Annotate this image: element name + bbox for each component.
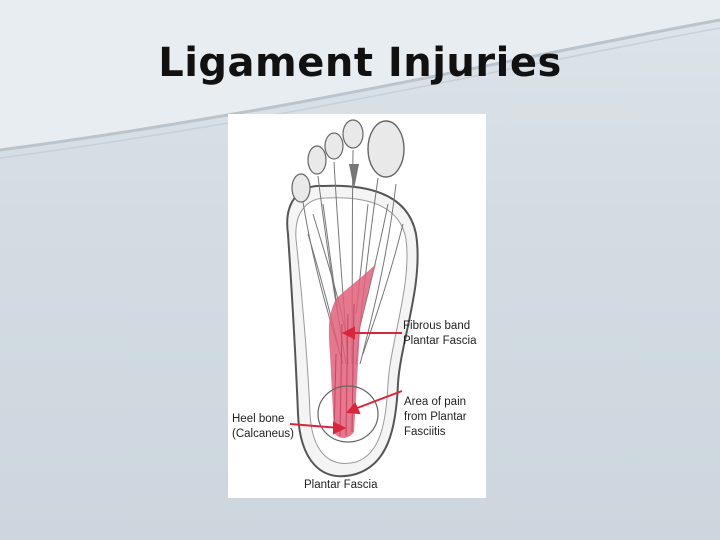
label-fibrous-band-line2: Plantar Fascia (403, 335, 477, 347)
toe-fourth (307, 145, 327, 175)
toe-little (291, 173, 311, 203)
label-area-of-pain-line3: Fasciitis (404, 426, 446, 438)
toe-big (367, 120, 405, 178)
label-heel-bone-line2: (Calcaneus) (232, 428, 294, 440)
label-heel-bone-line1: Heel bone (232, 413, 285, 425)
label-area-of-pain-line2: from Plantar (404, 411, 467, 423)
foot-anatomy-figure: Fibrous band Plantar Fascia Area of pain… (228, 114, 486, 498)
slide-title: Ligament Injuries (158, 40, 562, 86)
toe-third (324, 132, 344, 160)
label-bottom-caption: Plantar Fascia (304, 479, 378, 491)
label-fibrous-band: Fibrous band Plantar Fascia (403, 319, 477, 349)
toe-second (342, 119, 364, 149)
label-fibrous-band-line1: Fibrous band (403, 320, 471, 332)
label-heel-bone: Heel bone (Calcaneus) (232, 412, 294, 442)
foot-diagram (286, 119, 419, 478)
heel-bone (317, 385, 379, 443)
label-area-of-pain: Area of pain from Plantar Fasciitis (404, 395, 467, 440)
label-area-of-pain-line1: Area of pain (404, 396, 467, 408)
